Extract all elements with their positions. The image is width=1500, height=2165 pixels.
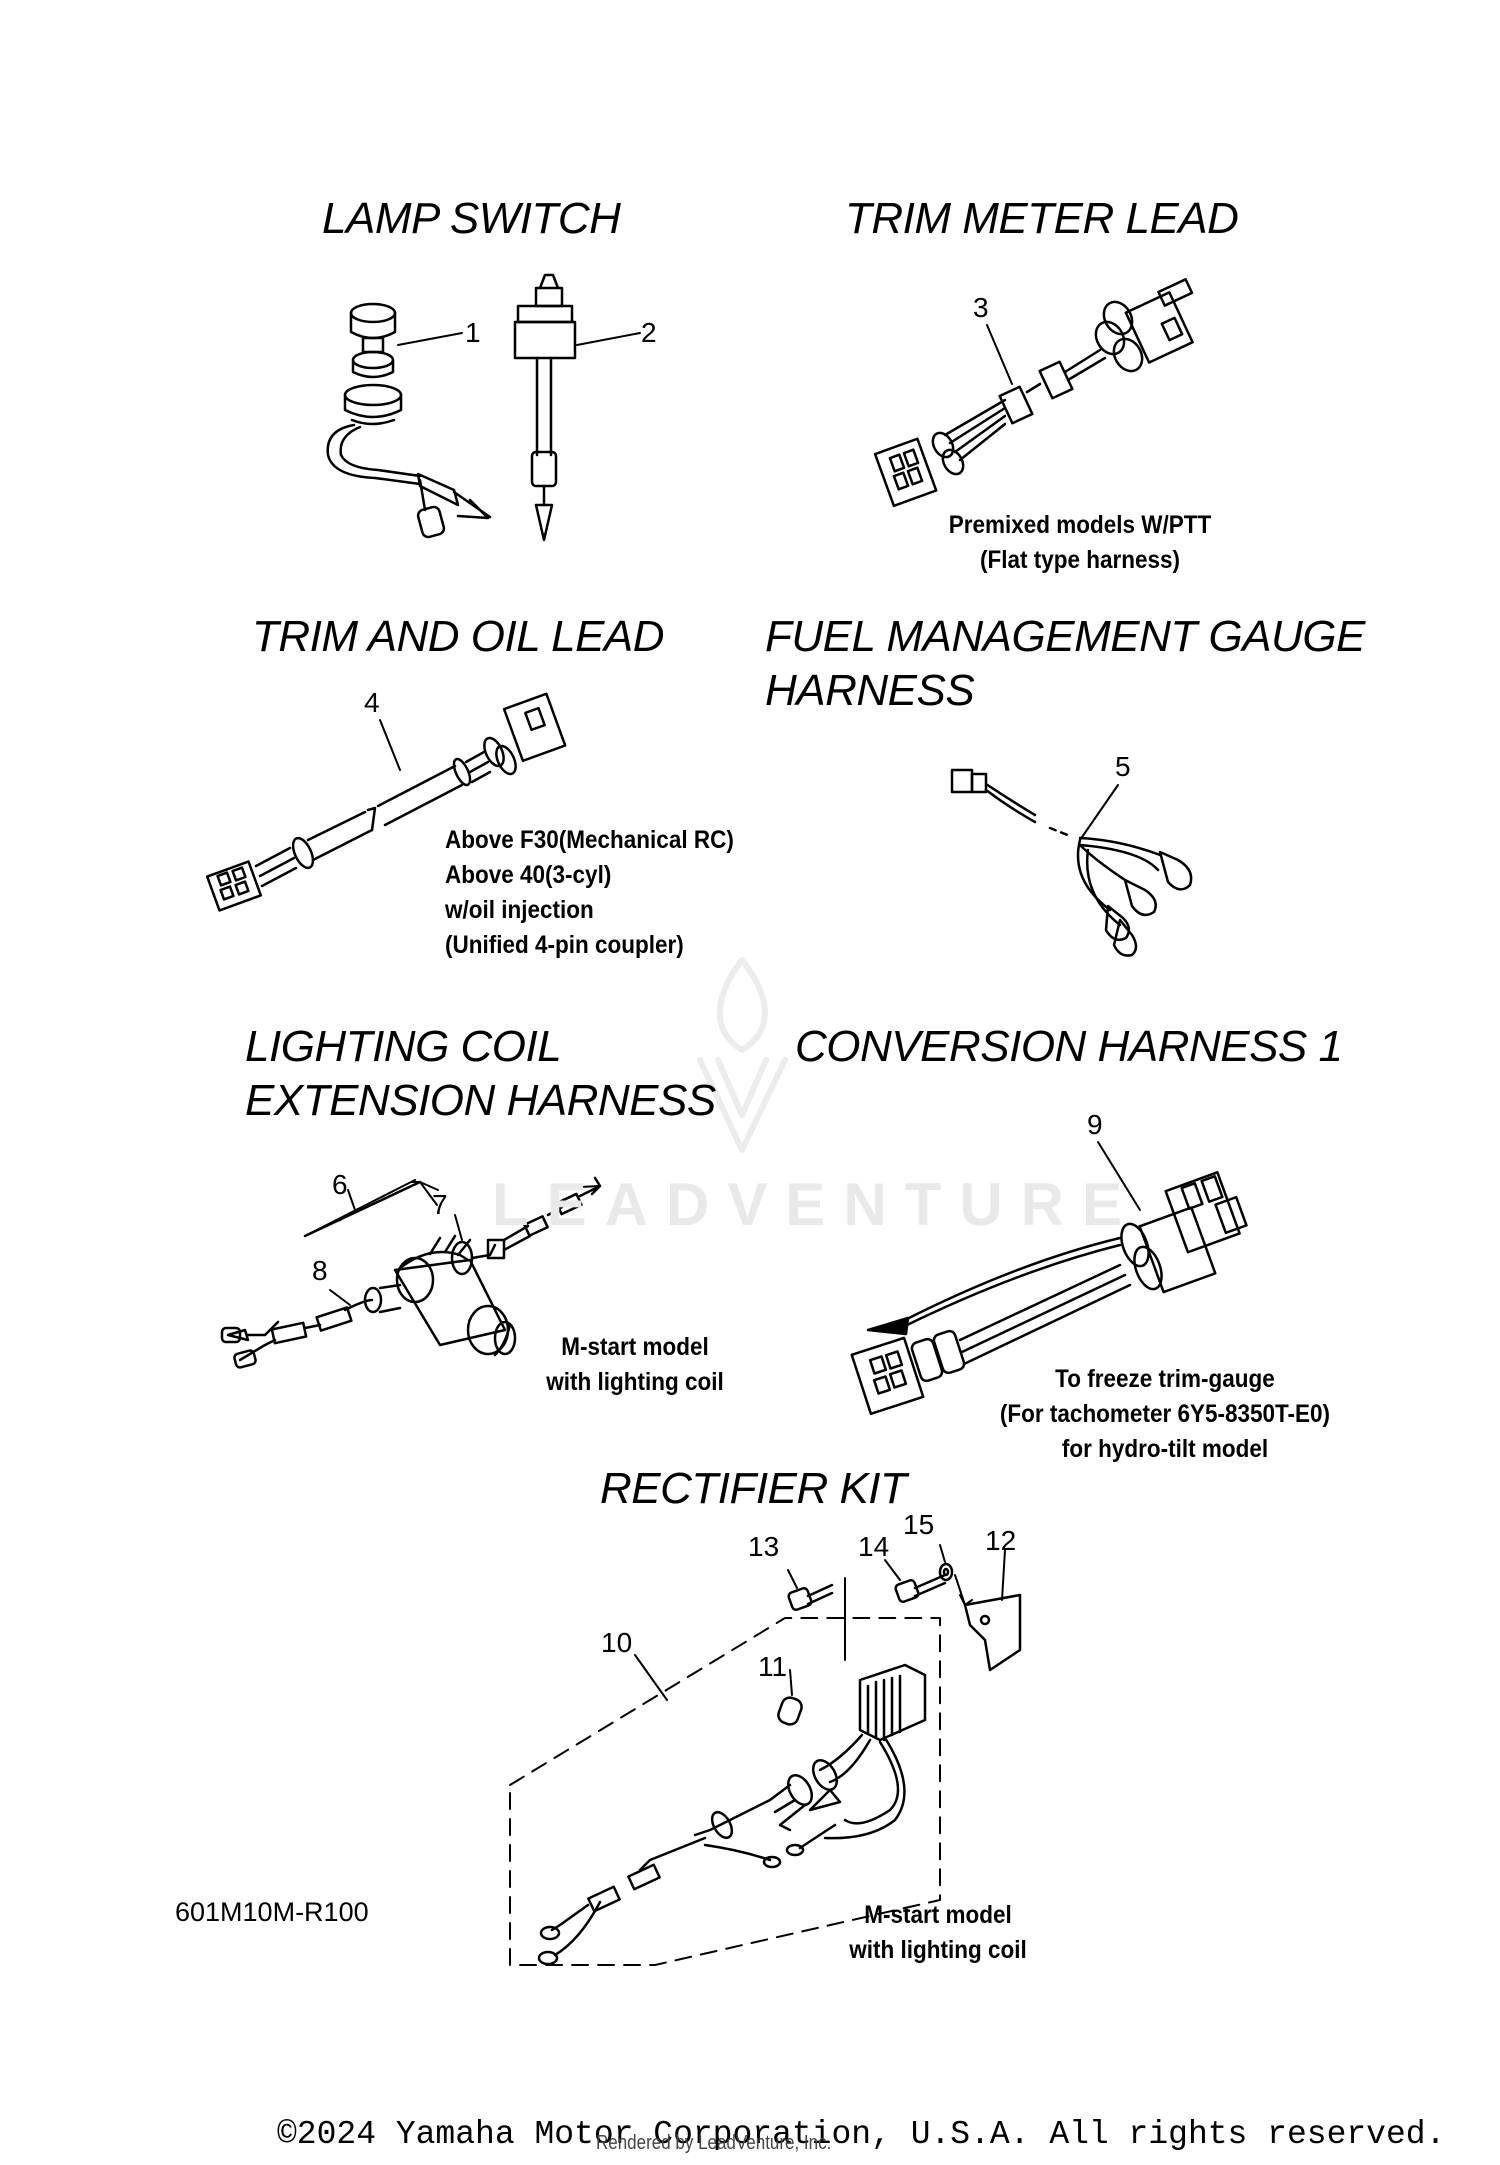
- title-line: EXTENSION HARNESS: [245, 1076, 716, 1125]
- copyright-notice: ©2024 Yamaha Motor Corporation, U.S.A. A…: [277, 2116, 1446, 2153]
- title-line: FUEL MANAGEMENT GAUGE: [765, 612, 1365, 661]
- callout-5: 5: [1115, 751, 1131, 782]
- part-15-washer: [938, 1544, 954, 1582]
- rectifier-kit-title: RECTIFIER KIT: [600, 1464, 907, 1513]
- watermark-text: LEADVENTURE: [492, 1171, 1141, 1238]
- part-14-bolt: [884, 1559, 947, 1604]
- part-2-toggle-switch: [513, 273, 641, 542]
- watermark-logo: [697, 957, 788, 1153]
- callout-15: 15: [903, 1509, 935, 1540]
- trim-oil-lead-note: Above F30(Mechanical RC) Above 40(3-cyl)…: [445, 823, 734, 963]
- part-5-fuel-gauge-harness: [950, 768, 1193, 957]
- callout-3: 3: [973, 292, 989, 323]
- callout-1: 1: [465, 317, 481, 348]
- conversion-harness-title: CONVERSION HARNESS 1: [795, 1022, 1343, 1071]
- callout-13: 13: [748, 1531, 780, 1562]
- part-9-conversion-harness: [850, 1141, 1248, 1416]
- lighting-coil-harness-note: M-start model with lighting coil: [514, 1330, 757, 1400]
- note-line: M-start model: [561, 1333, 709, 1361]
- note-line: (Unified 4-pin coupler): [445, 931, 684, 959]
- note-line: Above 40(3-cyl): [445, 861, 612, 889]
- note-line: w/oil injection: [445, 896, 594, 924]
- callout-2: 2: [641, 317, 657, 348]
- callout-4: 4: [364, 687, 380, 718]
- part-11-collar: [777, 1669, 803, 1726]
- part-4-trim-oil-lead: [205, 692, 567, 912]
- part-3-trim-meter-lead: [873, 278, 1194, 508]
- rectifier-kit-note: M-start model with lighting coil: [821, 1898, 1055, 1968]
- callout-12: 12: [985, 1525, 1017, 1556]
- fuel-gauge-harness-title: FUEL MANAGEMENT GAUGE HARNESS: [765, 610, 1365, 718]
- note-line: for hydro-tilt model: [1061, 1435, 1269, 1463]
- part-10-rectifier: [537, 1663, 927, 1966]
- callout-11: 11: [758, 1651, 788, 1682]
- part-1-lamp-switch: [326, 302, 492, 539]
- note-line: Above F30(Mechanical RC): [445, 826, 734, 854]
- callout-6: 6: [332, 1169, 348, 1200]
- lamp-switch-title: LAMP SWITCH: [322, 194, 621, 243]
- title-line: HARNESS: [765, 666, 975, 715]
- callout-10: 10: [601, 1627, 633, 1658]
- part-6-7-8-lighting-coil-harness: [220, 1176, 602, 1369]
- part-12-plate: [954, 1549, 1022, 1672]
- part-13-screw: [787, 1569, 846, 1661]
- part-10-15-rectifier-kit: [509, 1544, 1022, 1966]
- trim-meter-lead-title: TRIM METER LEAD: [845, 194, 1239, 243]
- note-line: with lighting coil: [546, 1368, 724, 1396]
- trim-oil-lead-title: TRIM AND OIL LEAD: [252, 612, 665, 661]
- callout-7: 7: [432, 1189, 448, 1220]
- note-line: Premixed models W/PTT: [948, 511, 1212, 539]
- note-line: (Flat type harness): [979, 546, 1181, 574]
- diagram-code: 601M10M-R100: [175, 1897, 369, 1927]
- trim-meter-lead-note: Premixed models W/PTT (Flat type harness…: [936, 508, 1224, 578]
- note-line: (For tachometer 6Y5-8350T-E0): [999, 1400, 1331, 1428]
- callout-9: 9: [1087, 1109, 1103, 1140]
- conversion-harness-note: To freeze trim-gauge (For tachometer 6Y5…: [981, 1362, 1350, 1467]
- note-line: M-start model: [864, 1901, 1012, 1929]
- lighting-coil-harness-title: LIGHTING COIL EXTENSION HARNESS: [245, 1020, 716, 1128]
- title-line: LIGHTING COIL: [245, 1022, 562, 1071]
- note-line: with lighting coil: [849, 1936, 1027, 1964]
- callout-8: 8: [312, 1255, 328, 1286]
- note-line: To freeze trim-gauge: [1055, 1365, 1275, 1393]
- rendered-by: Rendered by LeadVenture, Inc.: [596, 2132, 832, 2154]
- callout-14: 14: [858, 1531, 890, 1562]
